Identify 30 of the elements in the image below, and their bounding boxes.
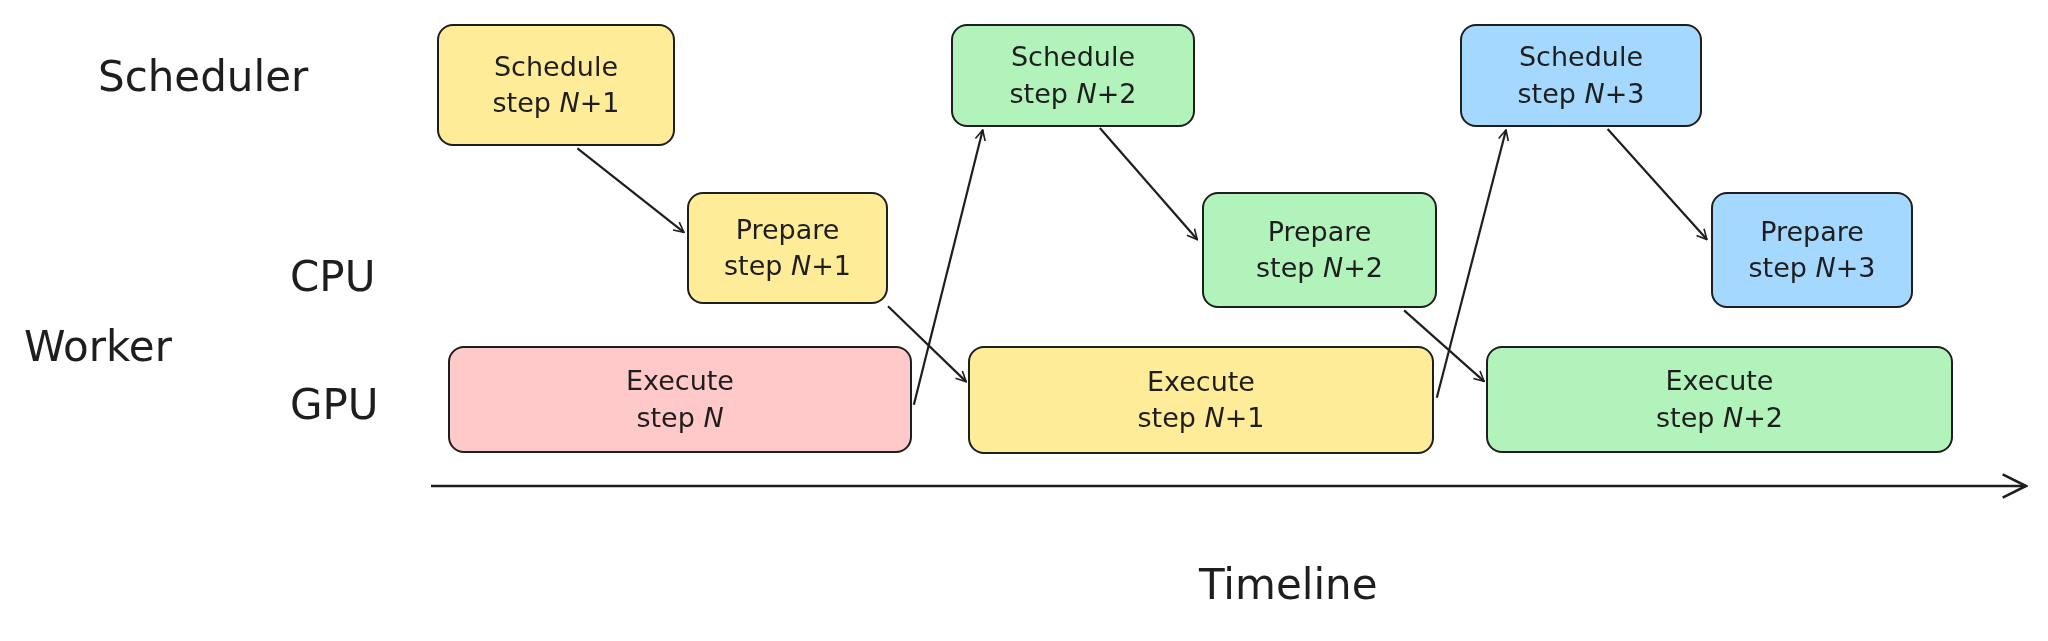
arrow bbox=[887, 305, 967, 383]
step-label: Prepare step N+2 bbox=[1255, 214, 1384, 285]
step-box bbox=[437, 24, 675, 146]
step-box bbox=[448, 346, 912, 453]
step-label: Execute step N+1 bbox=[1136, 364, 1266, 435]
arrow bbox=[1435, 129, 1510, 399]
axis-label: Timeline bbox=[1199, 560, 1378, 609]
step-label: Execute step N+2 bbox=[1655, 364, 1784, 435]
step-box bbox=[1486, 346, 1953, 453]
lane-label: CPU bbox=[290, 252, 376, 301]
step-label: Schedule step N+3 bbox=[1516, 40, 1646, 111]
step-label: Prepare step N+1 bbox=[723, 212, 852, 283]
step-box bbox=[968, 346, 1434, 454]
step-box bbox=[687, 192, 888, 304]
arrow bbox=[576, 147, 685, 234]
step-box bbox=[1711, 192, 1913, 308]
arrow bbox=[912, 129, 986, 406]
step-box bbox=[1202, 192, 1437, 308]
arrow bbox=[1606, 128, 1708, 241]
step-label: Execute step N bbox=[625, 364, 735, 435]
step-label: Schedule step N+1 bbox=[491, 49, 621, 120]
step-box bbox=[1460, 24, 1702, 127]
lane-label: Scheduler bbox=[98, 52, 309, 101]
step-label: Schedule step N+2 bbox=[1008, 40, 1138, 111]
step-box bbox=[951, 24, 1195, 127]
lane-label: GPU bbox=[290, 380, 379, 429]
arrow bbox=[1403, 309, 1485, 383]
step-label: Prepare step N+3 bbox=[1747, 214, 1877, 285]
lane-label: Worker bbox=[24, 322, 172, 371]
arrow bbox=[1099, 127, 1199, 241]
